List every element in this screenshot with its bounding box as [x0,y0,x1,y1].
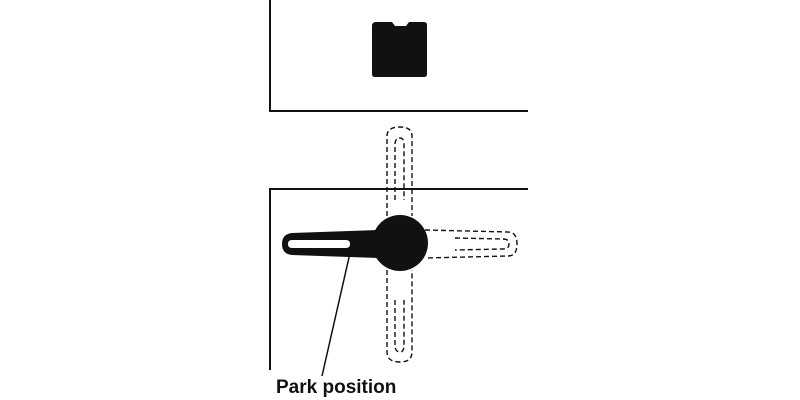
park-position-label: Park position [276,377,396,398]
leader-line [321,252,351,377]
dashed-arm-up [386,126,413,216]
solid-arm-park [282,230,378,258]
dashed-arm-right [424,229,518,259]
upper-dark-block [372,22,427,77]
dashed-arm-down [386,270,413,363]
lower-unit-outline [269,188,528,370]
pivot-hub [372,215,428,271]
upper-unit-outline [269,0,528,112]
alternate-arm-positions [386,126,518,363]
